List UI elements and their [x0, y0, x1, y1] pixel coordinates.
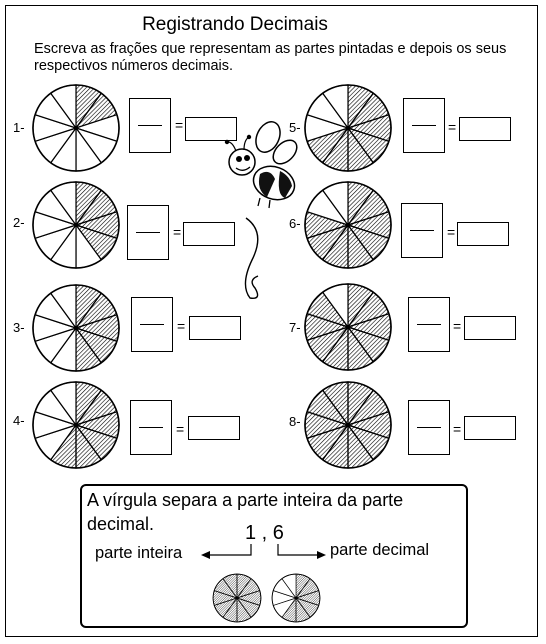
wheel-outline — [212, 573, 262, 623]
fraction-answer-box[interactable] — [408, 297, 450, 352]
equals-sign: = — [175, 117, 184, 133]
info-text-line: decimal. — [87, 514, 155, 534]
worksheet-title: Registrando Decimais — [142, 14, 328, 35]
equals-sign: = — [447, 224, 456, 240]
exercise-number: 1- — [13, 120, 25, 135]
wheel-outline — [304, 283, 392, 371]
fraction-wheel — [32, 284, 120, 372]
example-wheel — [212, 573, 262, 623]
wheel-outline — [304, 84, 392, 172]
worksheet-instruction: Escreva as frações que representam as pa… — [34, 41, 507, 74]
decimal-answer-box[interactable] — [459, 117, 511, 141]
decimal-answer-box[interactable] — [464, 416, 516, 440]
exercise-number: 7- — [289, 320, 301, 335]
equals-sign: = — [453, 318, 462, 334]
decimal-answer-box[interactable] — [188, 416, 240, 440]
exercise-number: 4- — [13, 413, 25, 428]
wheel-outline — [304, 181, 392, 269]
worksheet-border — [5, 5, 538, 637]
decimal-answer-box[interactable] — [183, 222, 235, 246]
wheel-outline — [271, 573, 321, 623]
fraction-wheel — [304, 181, 392, 269]
decimal-answer-box[interactable] — [457, 222, 509, 246]
equals-sign: = — [173, 224, 182, 240]
fraction-answer-box[interactable] — [403, 98, 445, 153]
integer-part-label: parte inteira — [95, 544, 183, 562]
fraction-wheel — [304, 84, 392, 172]
decimal-answer-box[interactable] — [464, 316, 516, 340]
equals-sign: = — [448, 119, 457, 135]
fraction-wheel — [304, 283, 392, 371]
exercise-number: 2- — [13, 215, 25, 230]
wheel-outline — [304, 381, 392, 469]
decimal-answer-box[interactable] — [189, 316, 241, 340]
fraction-wheel — [32, 84, 120, 172]
wheel-outline — [32, 84, 120, 172]
part-arrows — [201, 544, 326, 559]
exercise-number: 3- — [13, 320, 25, 335]
equals-sign: = — [176, 421, 185, 437]
fraction-answer-box[interactable] — [131, 297, 173, 352]
decimal-answer-box[interactable] — [185, 117, 237, 141]
fraction-answer-box[interactable] — [130, 400, 172, 455]
example-wheel — [271, 573, 321, 623]
bee-illustration — [224, 121, 298, 299]
equals-sign: = — [453, 421, 462, 437]
example-decimal-number: 1 , 6 — [245, 522, 284, 544]
fraction-wheel — [304, 381, 392, 469]
wheel-outline — [32, 181, 120, 269]
fraction-answer-box[interactable] — [127, 205, 169, 260]
decimal-part-label: parte decimal — [330, 541, 430, 559]
equals-sign: = — [177, 318, 186, 334]
fraction-wheel — [32, 181, 120, 269]
wheel-outline — [32, 381, 120, 469]
fraction-wheel — [32, 381, 120, 469]
fraction-answer-box[interactable] — [129, 98, 171, 153]
wheel-outline — [32, 284, 120, 372]
info-box — [80, 484, 468, 628]
exercise-number: 5- — [289, 120, 301, 135]
fraction-answer-box[interactable] — [408, 400, 450, 455]
fraction-answer-box[interactable] — [401, 203, 443, 258]
exercise-number: 6- — [289, 216, 301, 231]
exercise-number: 8- — [289, 414, 301, 429]
info-text-line: A vírgula separa a parte inteira da part… — [87, 490, 404, 510]
